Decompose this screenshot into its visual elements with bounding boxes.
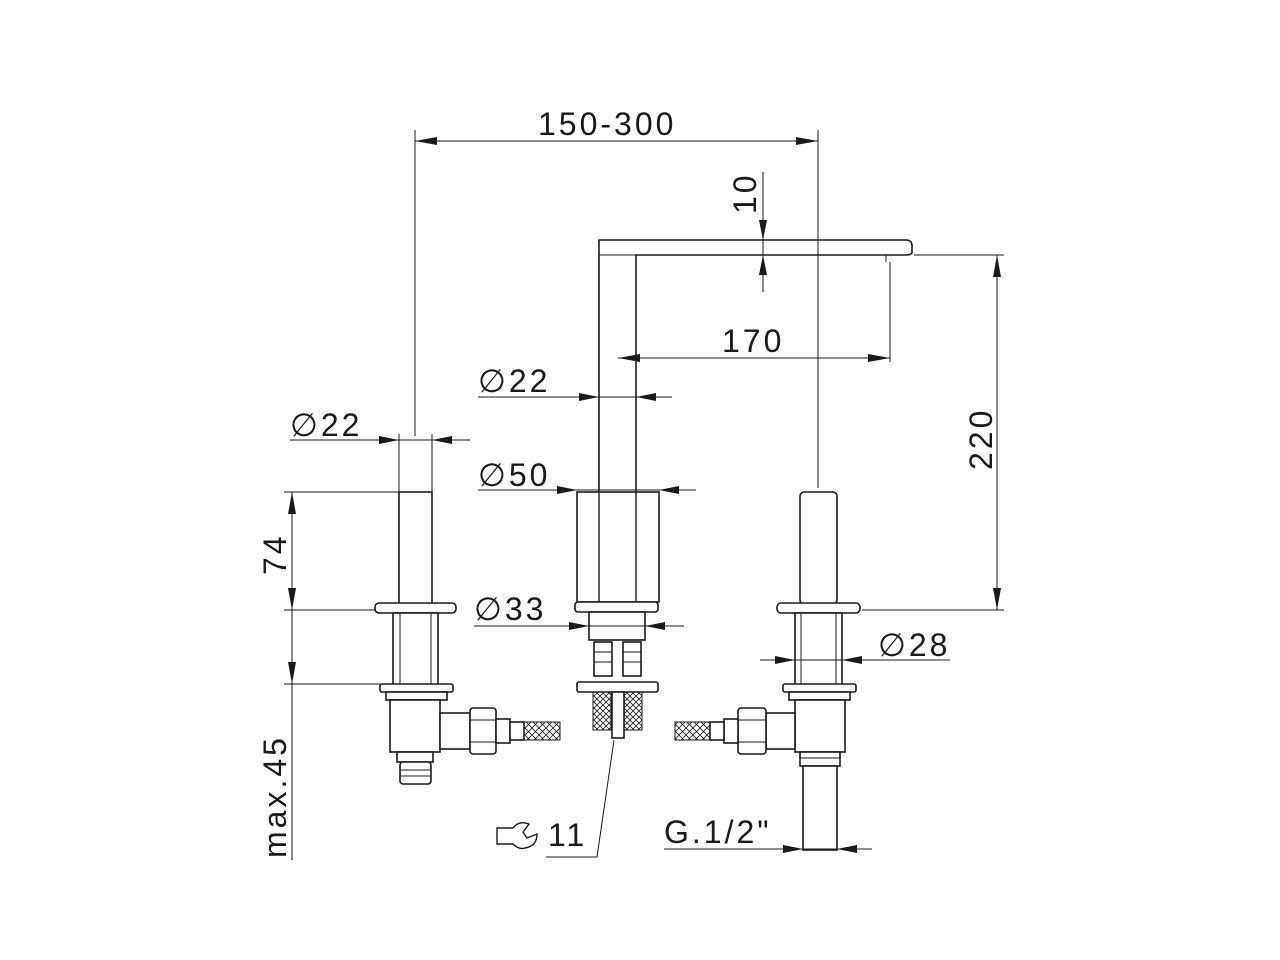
- dim-reach: 170: [722, 323, 784, 359]
- right-handle-valve: [674, 491, 861, 851]
- dim-spread: 150-300: [538, 106, 676, 142]
- dim-handle-height: 74: [257, 533, 293, 575]
- dim-handle-diameter: ∅22: [290, 407, 362, 443]
- dim-shank-diameter: ∅28: [878, 627, 950, 663]
- dim-thread: G.1/2": [664, 814, 772, 850]
- dim-wrench-size: 11: [548, 817, 587, 853]
- spout: [574, 239, 913, 739]
- dimension-lines: [284, 130, 1004, 860]
- wrench-icon: [496, 821, 538, 850]
- dim-deck-thickness: max.45: [257, 735, 293, 858]
- left-handle-valve: [374, 491, 561, 785]
- dim-spout-thickness: 10: [727, 172, 763, 214]
- dim-spout-diameter: ∅22: [478, 363, 550, 399]
- dim-base-diameter: ∅50: [478, 457, 550, 493]
- dim-height: 220: [963, 408, 999, 470]
- dim-flange-diameter: ∅33: [474, 591, 546, 627]
